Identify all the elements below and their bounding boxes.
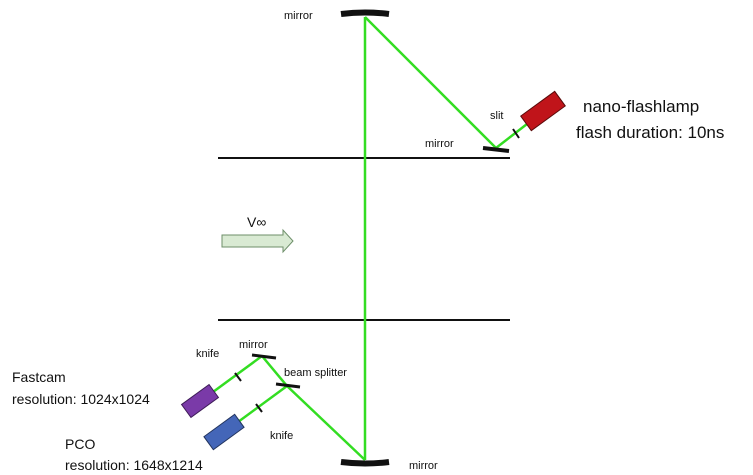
knife-upper [234,372,242,382]
slit [512,128,520,139]
mirror-bottom [340,459,390,467]
flashlamp-device [520,90,566,132]
label-velocity: V∞ [247,214,267,230]
label-mirror-lower: mirror [239,339,268,351]
label-pco-resolution: resolution: 1648x1214 [65,457,203,473]
mirror-right [482,146,510,153]
mirror-lower [251,353,277,360]
mirror-top [340,9,390,17]
label-beam-splitter: beam splitter [284,367,347,379]
fastcam-camera [180,383,220,419]
flow-arrow [221,228,294,254]
label-mirror-top: mirror [284,10,313,22]
label-knife-lower: knife [270,430,294,442]
label-pco-name: PCO [65,436,96,452]
label-flash-duration: flash duration: 10ns [576,123,725,142]
knife-lower [255,403,263,413]
label-mirror-right: mirror [425,138,454,150]
beam-splitter [275,382,301,389]
light-beam-path [212,16,528,461]
pco-camera [203,413,245,451]
label-fastcam-name: Fastcam [12,369,66,385]
label-knife-upper: knife [196,348,220,360]
label-mirror-bottom: mirror [409,460,438,472]
label-slit: slit [490,110,504,122]
label-flashlamp-title: nano-flashlamp [583,97,700,116]
label-fastcam-resolution: resolution: 1024x1024 [12,391,150,407]
